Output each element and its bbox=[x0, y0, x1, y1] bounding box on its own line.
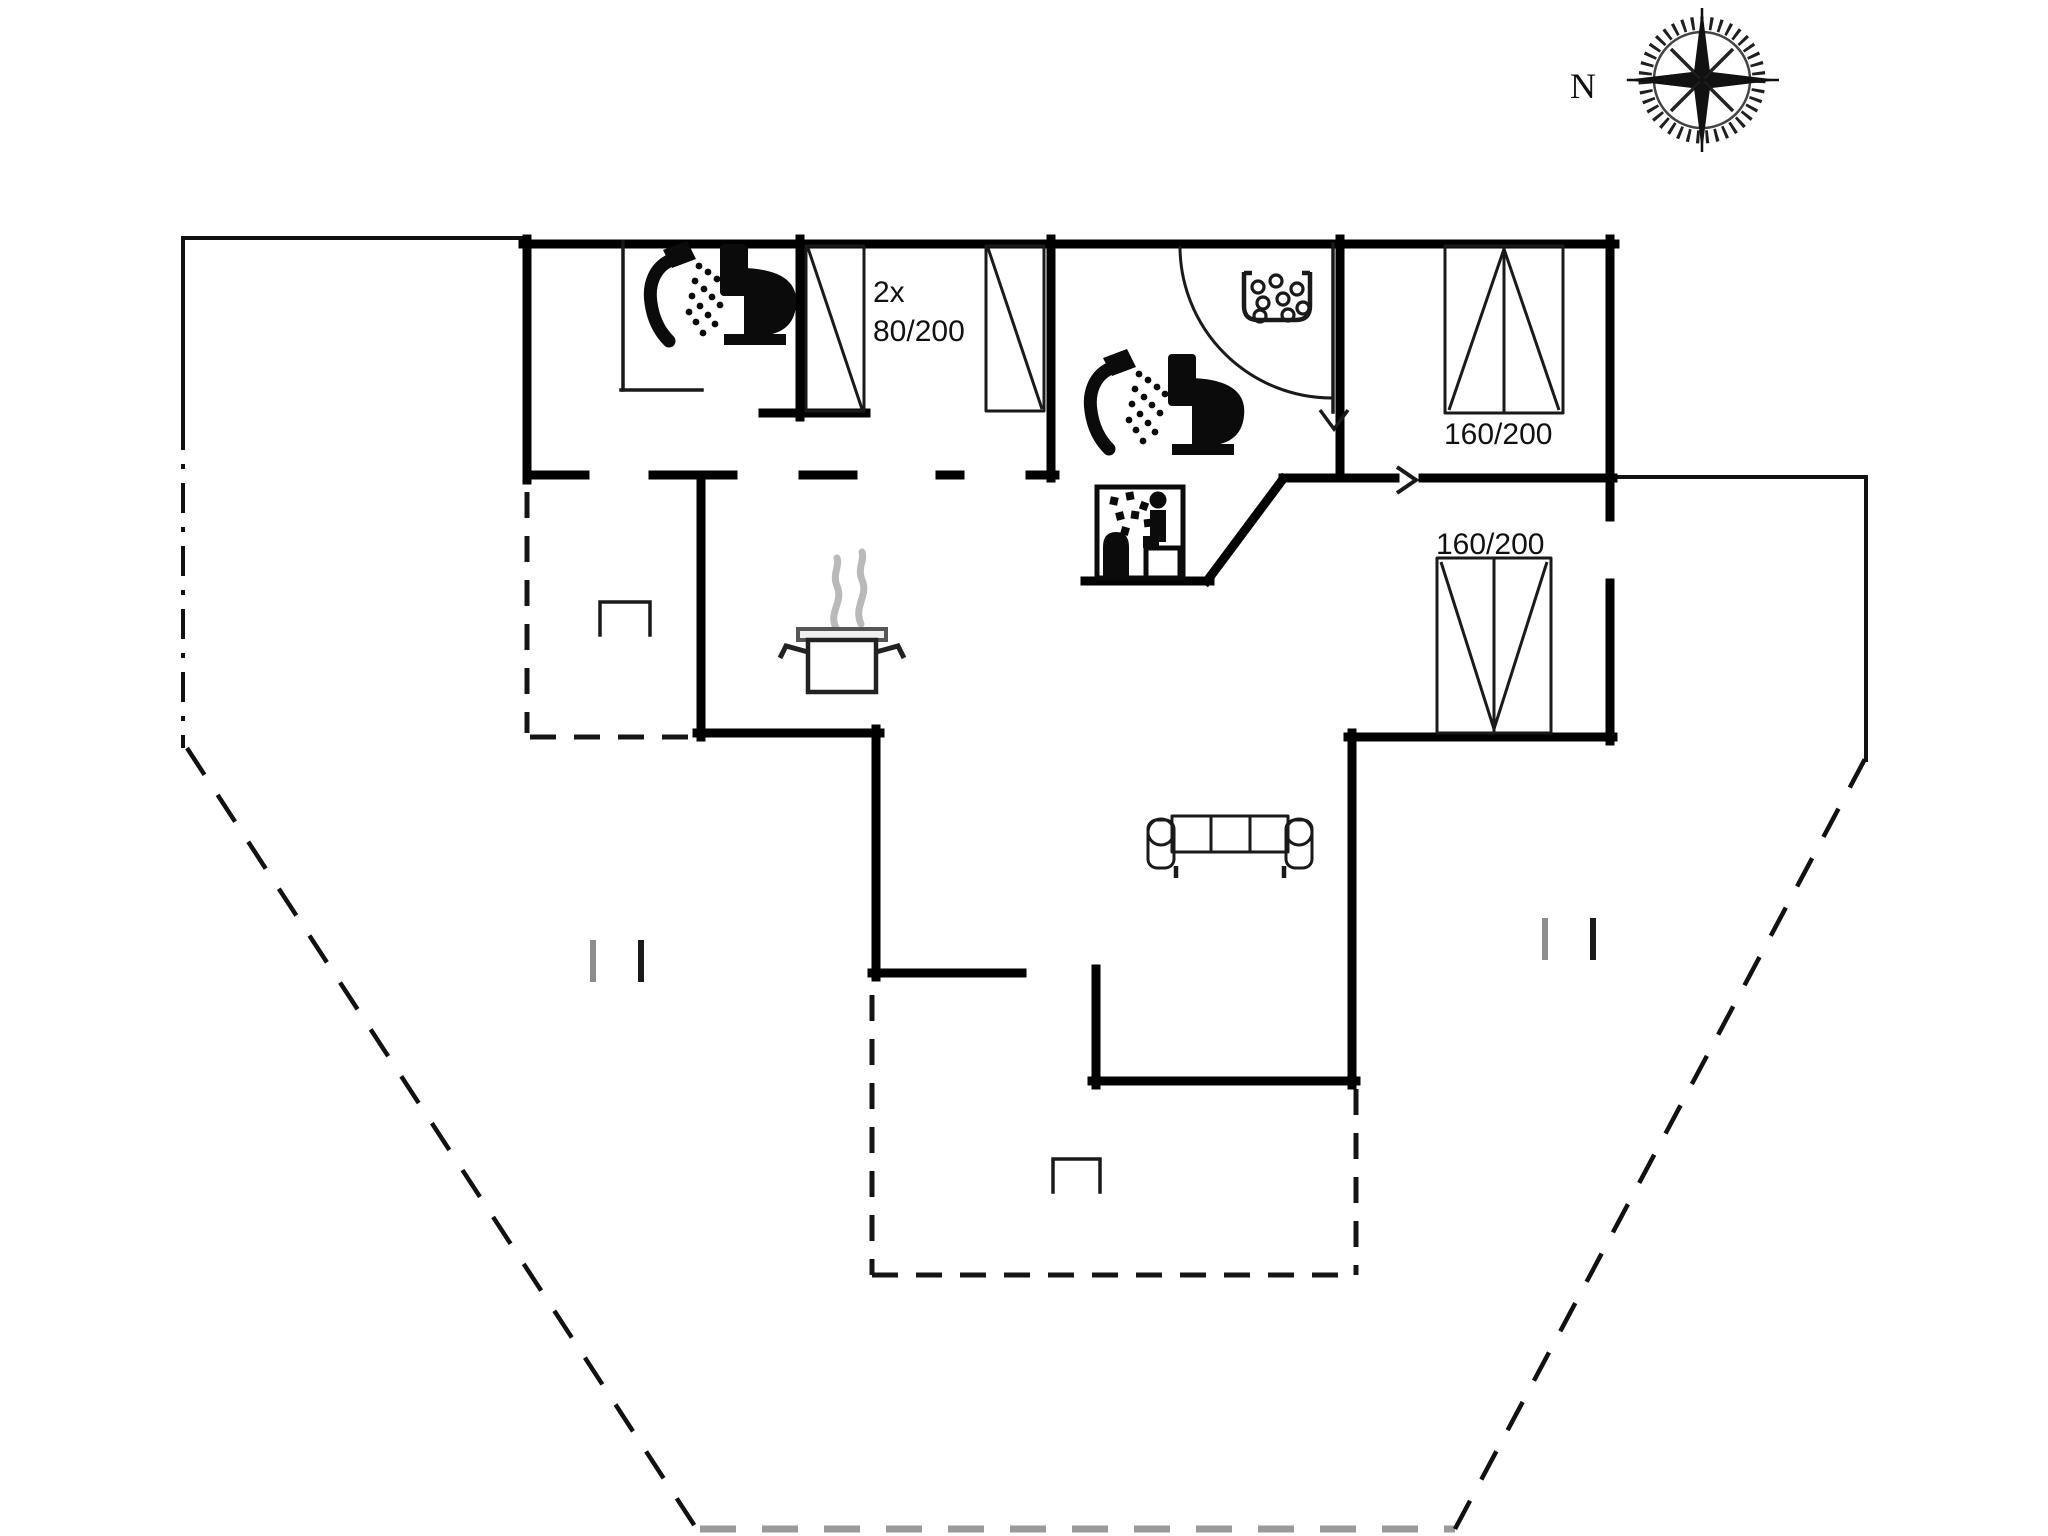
terrace-outlines bbox=[524, 492, 1359, 1278]
single-bed-icon bbox=[984, 244, 1046, 413]
wall-sauna-diagonal bbox=[1200, 472, 1290, 588]
door-swing-icon bbox=[1178, 245, 1333, 400]
shower-icon bbox=[643, 241, 729, 348]
niche-marker-icon bbox=[1051, 1157, 1102, 1194]
double-bed-icon bbox=[1435, 556, 1553, 735]
boundary-right-solid bbox=[1610, 475, 1868, 762]
single-bed-icon bbox=[804, 244, 866, 413]
double-bed-icon bbox=[1443, 244, 1565, 415]
boundary-right-diagonal bbox=[1453, 755, 1868, 1531]
niche-markers bbox=[598, 600, 1102, 1194]
boundary-left-diagonal bbox=[185, 746, 702, 1536]
niche-marker-icon bbox=[598, 600, 652, 637]
door-mark-alcove bbox=[1395, 465, 1420, 495]
sofa-icon bbox=[1146, 814, 1314, 878]
sauna-icon bbox=[1094, 484, 1186, 581]
house-walls bbox=[518, 234, 1620, 1090]
beds bbox=[804, 244, 1565, 735]
cooking-pot-icon bbox=[777, 548, 907, 695]
compass-north-label: N bbox=[1570, 66, 1596, 106]
interior-thin-walls bbox=[619, 240, 704, 392]
bed-labels: 2x 80/200 160/200 160/200 bbox=[873, 276, 1552, 561]
shower-icon bbox=[1090, 349, 1168, 449]
double-bed-lower-label: 160/200 bbox=[1436, 528, 1544, 561]
carport-outline bbox=[181, 236, 527, 420]
compass-rose-icon bbox=[1625, 8, 1779, 152]
whirlpool-icon bbox=[1241, 270, 1313, 324]
post-ticks bbox=[590, 918, 1596, 982]
bathroom2-icons bbox=[1090, 270, 1313, 455]
toilet-icon bbox=[1168, 354, 1245, 455]
twin-beds-count-label: 2x bbox=[873, 276, 905, 309]
door-mark-bath2 bbox=[1318, 408, 1350, 432]
bathroom1-icons bbox=[643, 241, 797, 348]
twin-beds-size-label: 80/200 bbox=[873, 315, 965, 348]
doors bbox=[1178, 242, 1420, 495]
toilet-icon bbox=[720, 244, 797, 345]
double-bed-upper-label: 160/200 bbox=[1444, 418, 1552, 451]
property-boundary bbox=[181, 236, 1868, 1536]
